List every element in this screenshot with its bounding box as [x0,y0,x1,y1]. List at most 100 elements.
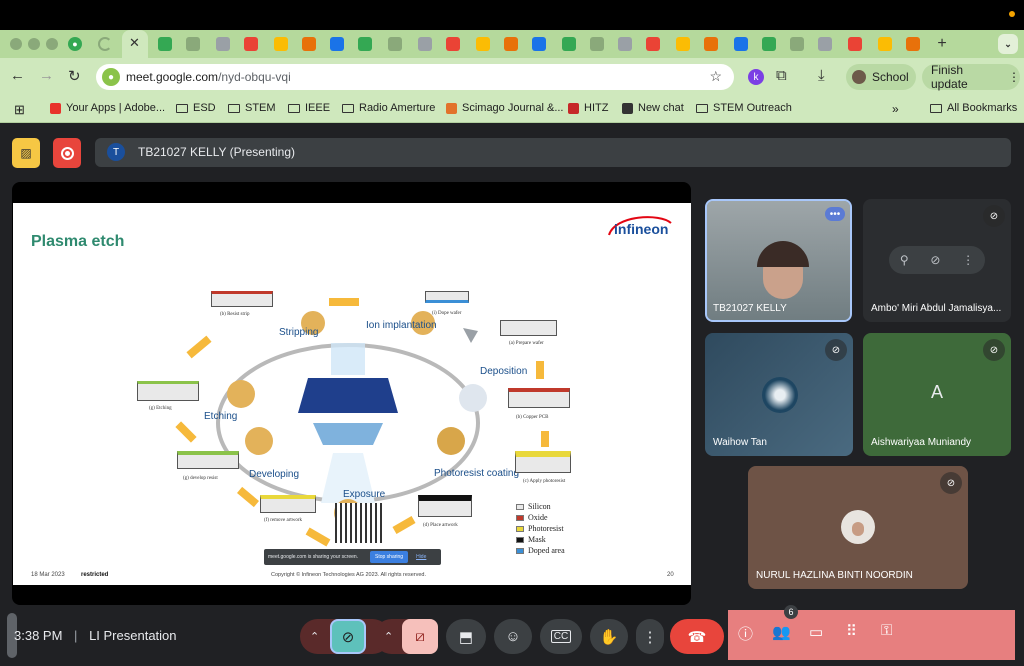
bookmarks-bar: ⊞ Your Apps | Adobe... ESD STEM IEEE Radio A… [0,96,1024,123]
tab-gmail[interactable] [848,37,862,51]
presenting-banner: T TB21027 KELLY (Presenting) [95,138,1011,167]
bookmark-item[interactable]: Radio Amerture [342,102,435,114]
bookmark-item[interactable]: STEM Outreach [696,102,792,114]
left-edge-handle[interactable] [7,613,17,658]
more-vert-icon: ⋮ [642,628,658,646]
hide-button[interactable]: Hide [416,554,427,560]
participant-tile-kelly[interactable]: ••• TB21027 KELLY [705,199,852,322]
activities-icon[interactable]: ⠿ [846,623,857,640]
captions-off-button[interactable]: ▨ [12,138,40,168]
tab-loading[interactable] [98,37,112,51]
tab-sc[interactable] [906,37,920,51]
tab-gmail[interactable] [446,37,460,51]
participant-name: NURUL HAZLINA BINTI NOORDIN [756,570,913,581]
close-tab-icon[interactable]: ✕ [129,35,140,50]
tab-globe[interactable] [418,37,432,51]
tab-meet[interactable]: ● [68,37,82,51]
tab-active[interactable]: ✕ [122,30,148,58]
bookmark-item[interactable]: HITZ [568,102,608,114]
tab-gmail[interactable] [646,37,660,51]
chat-icon[interactable]: ▭ [809,624,824,641]
tab-slides[interactable] [274,37,288,51]
bookmark-item[interactable]: New chat [622,102,684,114]
extensions-icon[interactable]: ⧉ [776,67,787,84]
back-button[interactable]: ← [10,67,25,84]
pin-icon[interactable]: ⚲ [899,253,909,267]
more-options-button[interactable]: ••• [825,207,845,221]
reload-button[interactable]: ↻ [68,68,81,85]
tab-loading[interactable] [388,37,402,51]
present-screen-button[interactable]: ⬒ [446,619,486,654]
star-icon[interactable]: ☆ [709,68,722,84]
bookmark-item[interactable]: Your Apps | Adobe... [50,102,165,114]
download-icon[interactable]: ⤓ [818,67,825,84]
extension-k[interactable]: k [748,69,764,85]
mute-participant-icon[interactable]: ⊘ [930,253,941,267]
participant-avatar [762,377,798,413]
captions-button[interactable]: CC [540,619,582,654]
tab-meet[interactable] [762,37,776,51]
bookmark-item[interactable]: IEEE [288,102,330,114]
tab-meet[interactable] [358,37,372,51]
adobe-icon [50,102,61,114]
tab-loading[interactable] [186,37,200,51]
tab-meet[interactable] [158,37,172,51]
stage-deposition: Deposition [480,366,528,377]
record-icon [60,146,74,160]
bookmark-item[interactable]: STEM [228,102,276,114]
tab-sc[interactable] [704,37,718,51]
participant-name: TB21027 KELLY [713,303,787,314]
tab-calendar[interactable] [734,37,748,51]
info-icon[interactable]: ⓘ [738,626,754,643]
close-window-button[interactable] [10,38,22,50]
tab-loading[interactable] [790,37,804,51]
tab-globe[interactable] [216,37,230,51]
wafer-resist-strip [211,291,273,307]
tab-slides[interactable] [676,37,690,51]
label-prepare-wafer: (a) Prepare wafer [509,341,544,346]
tab-globe[interactable] [818,37,832,51]
tab-calendar[interactable] [532,37,546,51]
people-icon[interactable]: 👥 [772,624,791,641]
raise-hand-button[interactable]: ✋ [590,619,628,654]
forward-button[interactable]: → [39,67,54,84]
more-vert-icon[interactable]: ⋮ [962,253,975,267]
apps-grid-icon[interactable]: ⊞ [14,102,25,117]
chevron-up-icon: ⌃ [384,631,394,643]
stop-sharing-button[interactable]: Stop sharing [370,551,409,563]
profile-button[interactable]: School [846,64,916,90]
more-options-button[interactable]: ⋮ [636,619,664,654]
tab-gmail[interactable] [244,37,258,51]
participant-tile-aishwariyaa[interactable]: ⊘ A Aishwariyaa Muniandy [863,333,1011,456]
participant-tile-ambo[interactable]: ⊘ ⚲ ⊘ ⋮ Ambo' Miri Abdul Jamalisya... [863,199,1011,322]
record-button[interactable] [53,138,81,168]
tab-meet[interactable] [562,37,576,51]
tab-slides[interactable] [476,37,490,51]
finish-update-button[interactable]: Finish update ⋮ [922,63,1020,91]
host-controls-icon[interactable]: ⚿ [881,622,893,639]
tab-sc[interactable] [302,37,316,51]
leave-call-button[interactable]: ☎ [670,619,724,654]
camera-toggle-button[interactable]: ⧄ [402,619,438,654]
address-bar[interactable]: ● meet.google.com/nyd-obqu-vqi ☆ [96,64,734,90]
bookmark-item[interactable]: Scimago Journal &... [446,102,564,114]
tab-search-button[interactable]: ⌄ [998,34,1018,54]
slide-copyright: Copyright © Infineon Technologies AG 202… [271,572,426,578]
all-bookmarks[interactable]: All Bookmarks [930,102,1017,114]
mic-toggle-button[interactable]: ⊘ [330,619,366,654]
reactions-button[interactable]: ☺ [494,619,532,654]
zoom-window-button[interactable] [46,38,58,50]
new-tab-button[interactable]: + [937,35,947,52]
tab-calendar[interactable] [330,37,344,51]
participant-tile-nurul[interactable]: ⊘ NURUL HAZLINA BINTI NOORDIN [748,466,968,589]
label-apply-photoresist: (c) Apply photoresist [523,479,566,484]
bookmarks-overflow-icon[interactable]: » [892,102,899,116]
tab-slides[interactable] [878,37,892,51]
legend-doped-area-label: Doped area [528,546,565,555]
tab-sc[interactable] [504,37,518,51]
minimize-window-button[interactable] [28,38,40,50]
bookmark-item[interactable]: ESD [176,102,216,114]
tab-globe[interactable] [618,37,632,51]
tab-loading[interactable] [590,37,604,51]
participant-tile-waihow[interactable]: ⊘ Waihow Tan [705,333,853,456]
